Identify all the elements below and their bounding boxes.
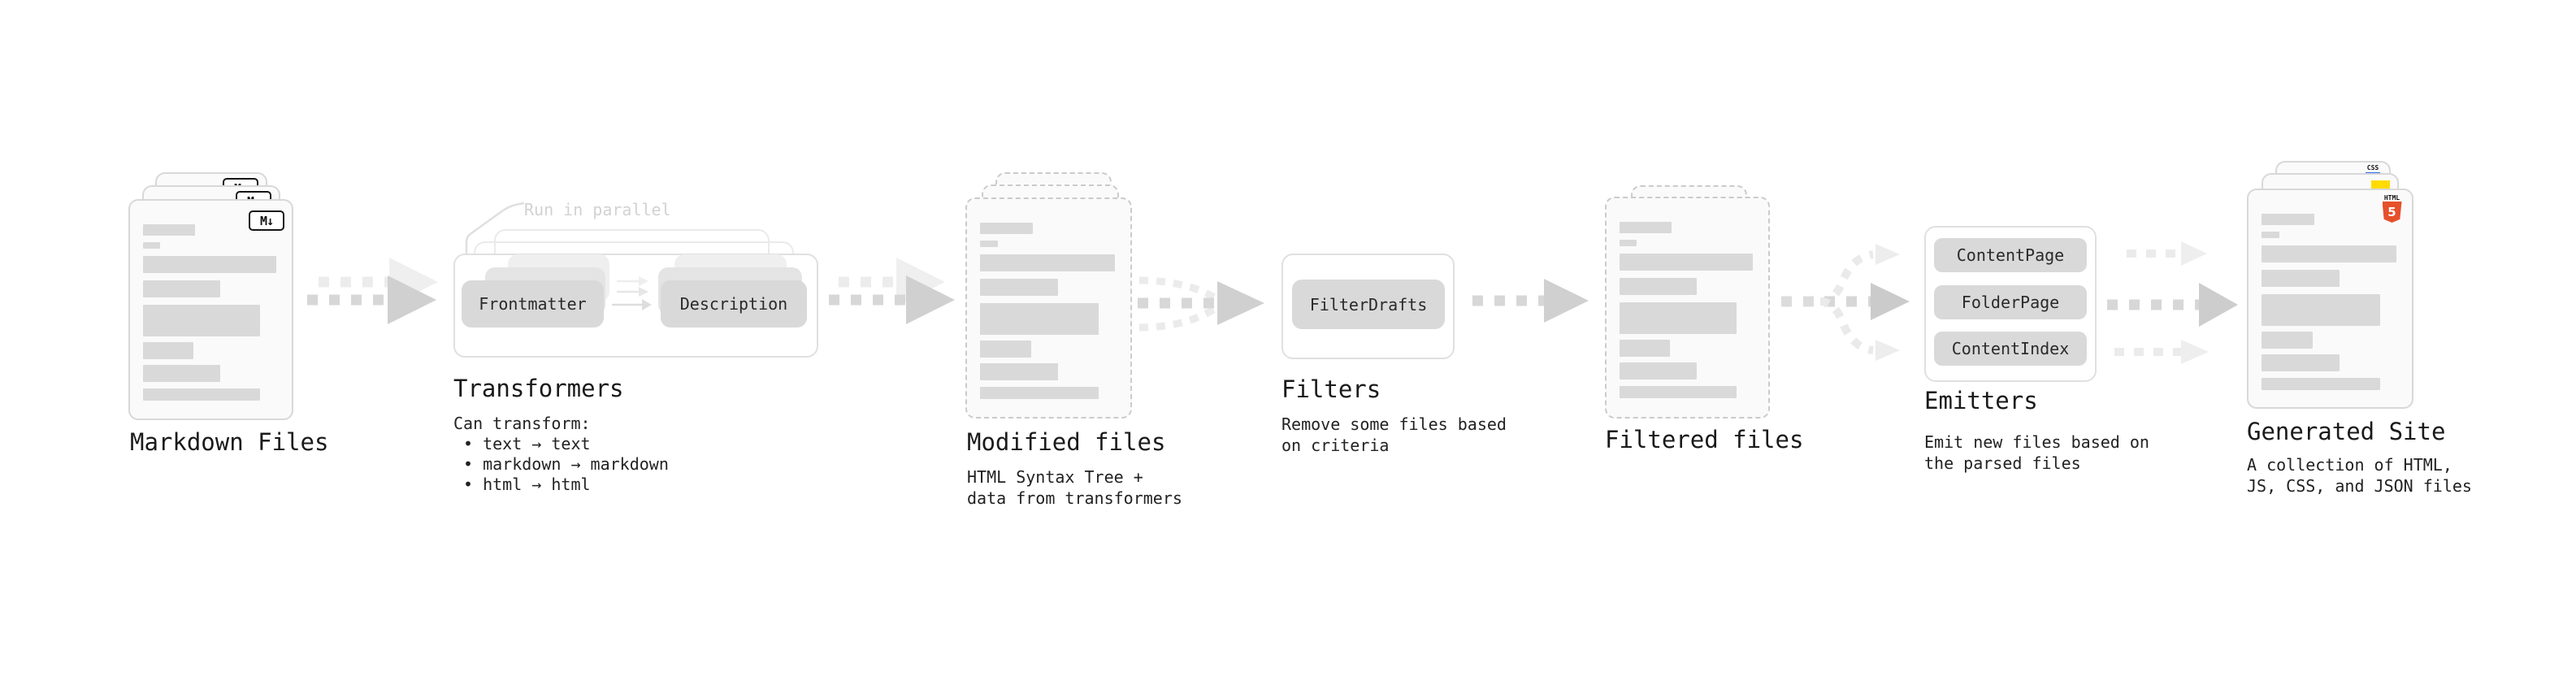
markdown-icon-text: M↓ bbox=[259, 213, 274, 228]
emitters-desc-line: the parsed files bbox=[1924, 453, 2081, 473]
contentindex-pill: ContentIndex bbox=[1934, 332, 2087, 366]
html5-icon-shield: 5 bbox=[2382, 202, 2402, 223]
description-pill: Description bbox=[661, 280, 807, 327]
generated-desc-line: JS, CSS, and JSON files bbox=[2247, 476, 2472, 496]
modified-files-label: Modified files bbox=[967, 428, 1166, 456]
modified-desc-line: HTML Syntax Tree + bbox=[967, 467, 1143, 487]
markdown-page-front: M↓ bbox=[128, 199, 293, 420]
transformers-desc-line: • text → text bbox=[463, 434, 591, 453]
transformers-label: Transformers bbox=[453, 375, 624, 402]
run-in-parallel-note: Run in parallel bbox=[524, 200, 671, 219]
page-content-placeholder bbox=[2249, 190, 2412, 407]
filters-description: Remove some files based on criteria bbox=[1281, 414, 1507, 456]
modified-page-front bbox=[965, 197, 1132, 419]
transformers-desc-line: Can transform: bbox=[453, 414, 591, 433]
transformers-description: Can transform: • text → text • markdown … bbox=[453, 414, 669, 495]
generated-page-front: HTML 5 bbox=[2247, 189, 2413, 409]
js-icon bbox=[2371, 180, 2390, 189]
filterdrafts-pill: FilterDrafts bbox=[1292, 280, 1445, 329]
markdown-files-label: Markdown Files bbox=[130, 428, 329, 456]
emitters-label: Emitters bbox=[1924, 387, 2038, 414]
modified-files-description: HTML Syntax Tree + data from transformer… bbox=[967, 466, 1182, 509]
generated-site-description: A collection of HTML, JS, CSS, and JSON … bbox=[2247, 454, 2472, 497]
html5-icon-text: HTML bbox=[2383, 194, 2400, 202]
page-content-placeholder bbox=[130, 201, 292, 419]
page-content-placeholder bbox=[967, 199, 1130, 417]
generated-site-label: Generated Site bbox=[2247, 418, 2446, 445]
emitters-description: Emit new files based on the parsed files bbox=[1924, 432, 2149, 474]
filters-desc-line: Remove some files based bbox=[1281, 414, 1507, 434]
markdown-icon: M↓ bbox=[249, 210, 284, 231]
folderpage-pill: FolderPage bbox=[1934, 285, 2087, 319]
html5-icon-number: 5 bbox=[2387, 205, 2396, 219]
filters-label: Filters bbox=[1281, 375, 1381, 403]
transformers-desc-line: • html → html bbox=[463, 475, 591, 494]
css-icon-text: CSS bbox=[2366, 164, 2379, 171]
emitters-desc-line: Emit new files based on bbox=[1924, 432, 2149, 452]
page-content-placeholder bbox=[1607, 198, 1768, 417]
filtered-files-label: Filtered files bbox=[1605, 426, 1804, 453]
contentpage-pill: ContentPage bbox=[1934, 238, 2087, 272]
frontmatter-pill: Frontmatter bbox=[462, 280, 604, 327]
generated-desc-line: A collection of HTML, bbox=[2247, 455, 2452, 475]
html5-icon: HTML 5 bbox=[2382, 194, 2402, 223]
modified-desc-line: data from transformers bbox=[967, 488, 1182, 508]
filtered-page-front bbox=[1605, 197, 1770, 419]
filters-desc-line: on criteria bbox=[1281, 436, 1390, 455]
transformers-desc-line: • markdown → markdown bbox=[463, 454, 669, 474]
